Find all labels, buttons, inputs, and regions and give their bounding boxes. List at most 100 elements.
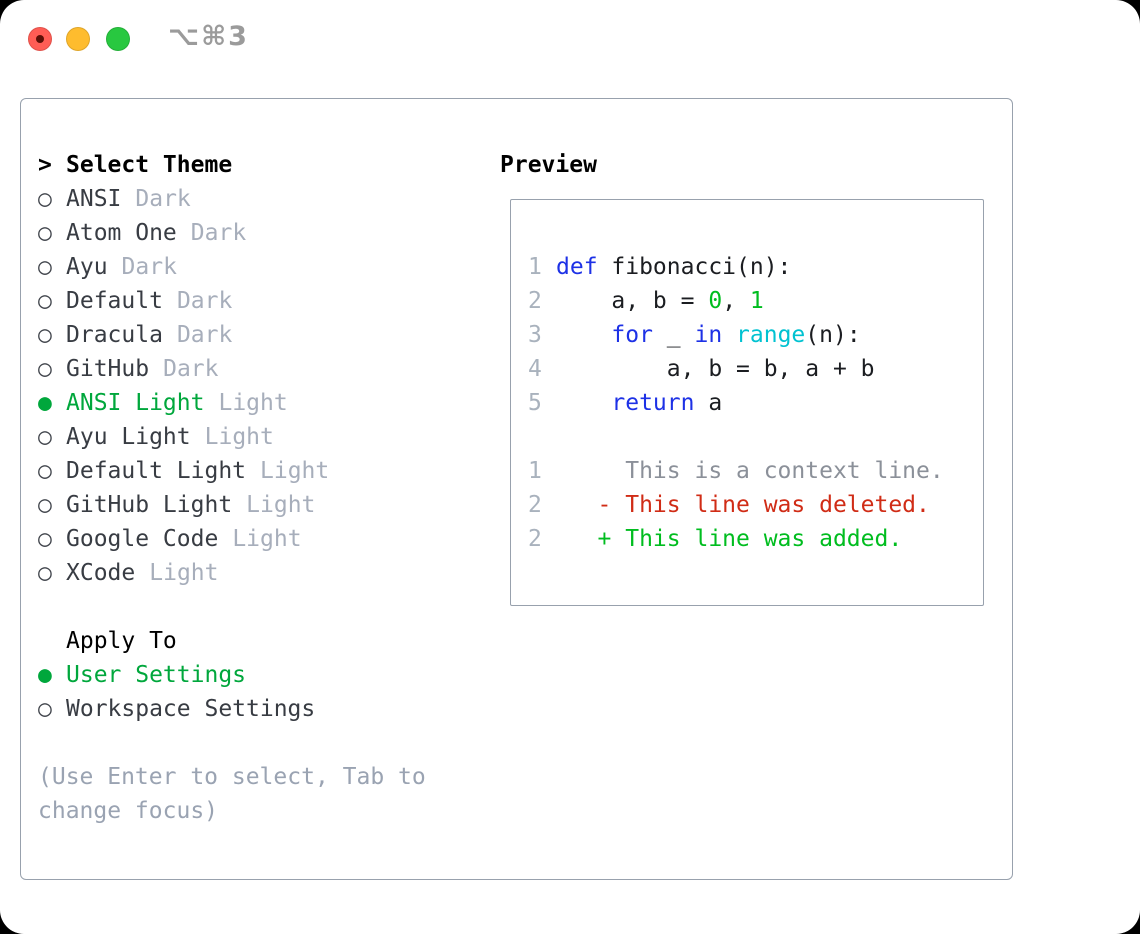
radio-off-icon: ○ (38, 186, 52, 212)
apply-option-user-settings[interactable]: ● User Settings (38, 658, 426, 692)
theme-name: Default Light (66, 458, 247, 484)
line-number: 2 (528, 288, 542, 314)
code-text: _ (652, 322, 695, 348)
preview-title: Preview (500, 152, 597, 178)
theme-option-atom-one-dark[interactable]: ○ Atom One Dark (38, 216, 426, 250)
line-number: 1 (528, 458, 542, 484)
theme-name: Atom One (66, 220, 177, 246)
theme-name: Dracula (66, 322, 163, 348)
theme-variant-tag: Light (260, 458, 330, 484)
zoom-button[interactable] (106, 27, 130, 51)
theme-name: GitHub (66, 356, 150, 382)
code-keyword: def (556, 254, 598, 280)
code-text: a (694, 390, 723, 416)
theme-name: Default (66, 288, 163, 314)
line-number: 2 (528, 526, 542, 552)
code-text (722, 322, 736, 348)
theme-option-default-dark[interactable]: ○ Default Dark (38, 284, 426, 318)
line-number: 1 (528, 254, 542, 280)
apply-option-name: Workspace Settings (66, 696, 316, 722)
help-text-line-2: change focus) (38, 798, 219, 824)
diff-deleted-line: 2 - This line was deleted. (528, 488, 944, 522)
preview-box (510, 199, 984, 606)
theme-name: ANSI (66, 186, 122, 212)
radio-off-icon: ○ (38, 526, 52, 552)
select-theme-header: > Select Theme (38, 148, 426, 182)
theme-variant-tag: Light (218, 390, 288, 416)
theme-variant-tag: Dark (121, 254, 177, 280)
theme-name: GitHub Light (66, 492, 233, 518)
spacer-row (38, 726, 426, 760)
radio-off-icon: ○ (38, 356, 52, 382)
select-theme-title: Select Theme (66, 152, 233, 178)
spacer-row (38, 590, 426, 624)
help-text-line-1: (Use Enter to select, Tab to (38, 764, 426, 790)
code-text (556, 390, 611, 416)
code-line: 5 return a (528, 386, 944, 420)
theme-name: Ayu Light (66, 424, 191, 450)
diff-deleted-text: - This line was deleted. (556, 492, 930, 518)
code-line: 3 for _ in range(n): (528, 318, 944, 352)
code-text: a, b = (556, 288, 709, 314)
apply-option-name: User Settings (66, 662, 247, 688)
theme-variant-tag: Light (232, 526, 302, 552)
radio-off-icon: ○ (38, 458, 52, 484)
theme-name: ANSI Light (66, 390, 205, 416)
preview-code: 1 def fibonacci(n): 2 a, b = 0, 1 3 for _… (528, 250, 944, 556)
diff-context-line: 1 This is a context line. (528, 454, 944, 488)
code-line: 4 a, b = b, a + b (528, 352, 944, 386)
code-text: (n): (805, 322, 861, 348)
theme-option-github-light[interactable]: ○ GitHub Light Light (38, 488, 426, 522)
radio-off-icon: ○ (38, 322, 52, 348)
radio-off-icon: ○ (38, 220, 52, 246)
code-keyword: return (611, 390, 695, 416)
code-line: 2 a, b = 0, 1 (528, 284, 944, 318)
theme-variant-tag: Dark (135, 186, 191, 212)
window-shortcut-label: ⌥⌘3 (168, 21, 249, 52)
spacer-row (528, 420, 944, 454)
radio-off-icon: ○ (38, 424, 52, 450)
line-number: 4 (528, 356, 542, 382)
radio-off-icon: ○ (38, 254, 52, 280)
apply-to-header: Apply To (66, 628, 177, 654)
diff-added-line: 2 + This line was added. (528, 522, 944, 556)
theme-variant-tag: Light (204, 424, 274, 450)
line-number: 3 (528, 322, 542, 348)
code-text: fibonacci(n): (597, 254, 792, 280)
theme-option-default-light[interactable]: ○ Default Light Light (38, 454, 426, 488)
minimize-button[interactable] (66, 27, 90, 51)
theme-option-ayu-dark[interactable]: ○ Ayu Dark (38, 250, 426, 284)
radio-off-icon: ○ (38, 560, 52, 586)
diff-context-text: This is a context line. (556, 458, 944, 484)
code-text: a, b = b, a + b (556, 356, 875, 382)
theme-name: Ayu (66, 254, 108, 280)
radio-on-icon: ● (38, 390, 52, 416)
code-line: 1 def fibonacci(n): (528, 250, 944, 284)
code-number-literal: 1 (749, 288, 764, 314)
theme-variant-tag: Light (246, 492, 316, 518)
theme-option-ansi-dark[interactable]: ○ ANSI Dark (38, 182, 426, 216)
diff-added-text: + This line was added. (556, 526, 903, 552)
code-number-literal: 0 (708, 288, 723, 314)
unsaved-dot-icon (36, 35, 44, 43)
theme-option-ayu-light[interactable]: ○ Ayu Light Light (38, 420, 426, 454)
radio-off-icon: ○ (38, 492, 52, 518)
theme-option-ansi-light[interactable]: ● ANSI Light Light (38, 386, 426, 420)
code-text: , (722, 288, 750, 314)
close-button[interactable] (28, 27, 52, 51)
theme-variant-tag: Dark (190, 220, 247, 246)
code-keyword: in (694, 322, 723, 348)
theme-variant-tag: Dark (176, 288, 233, 314)
code-function: range (736, 322, 806, 348)
radio-off-icon: ○ (38, 288, 52, 314)
cursor-prompt-icon: > (38, 152, 52, 178)
radio-on-icon: ● (38, 662, 52, 688)
theme-variant-tag: Light (149, 560, 219, 586)
apply-option-workspace-settings[interactable]: ○Workspace Settings (38, 692, 426, 726)
